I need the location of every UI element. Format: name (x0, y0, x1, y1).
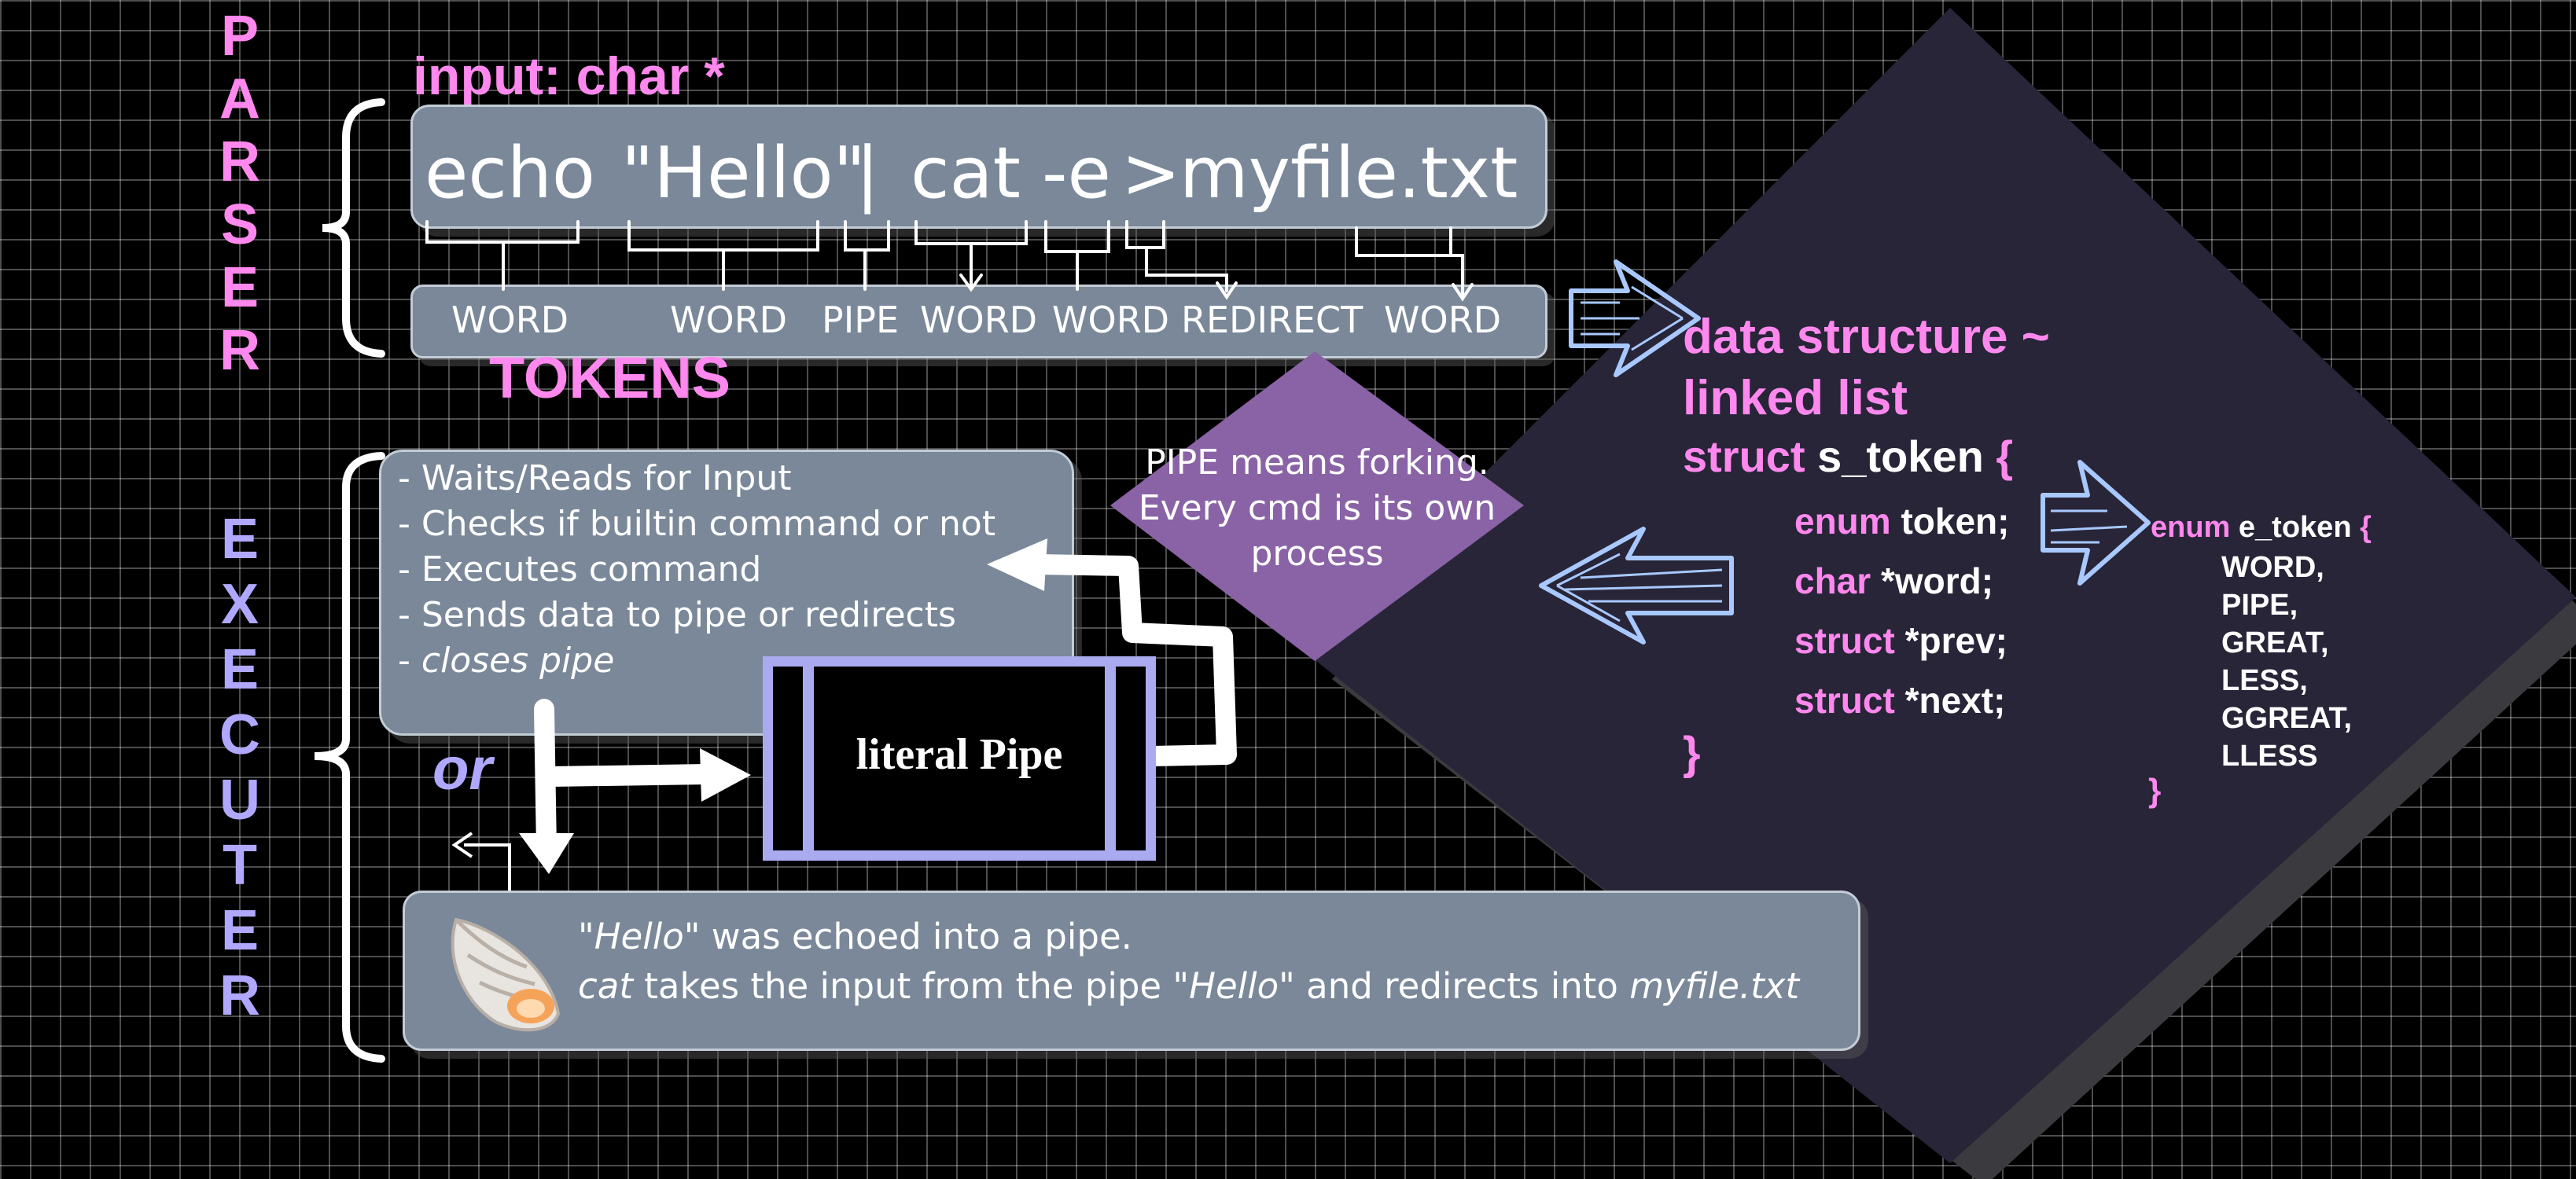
executer-step: - Sends data to pipe or redirects (398, 595, 956, 635)
struct-field: enum token; (1794, 501, 2010, 542)
token-word-2: WORD (670, 299, 788, 341)
executer-step: - closes pipe (398, 641, 615, 681)
arrow-left-icon (1539, 527, 1734, 645)
cmd-pipe-symbol: | (856, 132, 880, 215)
cmd-hello-arg: "Hello" (621, 132, 866, 215)
arrow-right-enum-icon (2041, 460, 2151, 586)
struct-field: struct *prev; (1794, 620, 2007, 661)
pipe-note-diamond (1110, 351, 1524, 661)
enum-declaration: enum e_token { (2151, 511, 2372, 544)
cmd-echo: echo (425, 132, 595, 215)
struct-declaration: struct s_token { (1683, 432, 2014, 481)
struct-close-brace: } (1683, 728, 1701, 779)
struct-field: char *word; (1794, 560, 1994, 601)
result-line-2: cat takes the input from the pipe "Hello… (578, 965, 1800, 1007)
cmd-redirect-symbol: > (1121, 132, 1181, 215)
section-brackets (314, 98, 385, 1063)
tokens-panel (410, 285, 1547, 358)
token-mapping-braces (425, 220, 1474, 302)
executer-flow-arrows (451, 538, 1237, 900)
executer-steps-list: - Waits/Reads for Input - Checks if buil… (398, 456, 995, 684)
input-label: input: char * (413, 46, 725, 106)
executer-step: - Checks if builtin command or not (398, 504, 996, 544)
token-word-4: WORD (1052, 299, 1170, 341)
struct-field: struct *next; (1794, 680, 2006, 721)
result-panel (403, 891, 1860, 1051)
token-pipe: PIPE (822, 299, 900, 341)
enum-values: WORD, PIPE, GREAT, LESS, GGREAT, LLESS (2221, 551, 2353, 773)
tokens-label: TOKENS (489, 345, 731, 410)
cmd-filename: myfile.txt (1179, 132, 1518, 215)
token-word-5: WORD (1384, 299, 1502, 341)
literal-pipe-label: literal Pipe (856, 730, 1063, 779)
executer-step: - Waits/Reads for Input (398, 458, 792, 498)
token-word-3: WORD (920, 299, 1038, 341)
token-redirect: REDIRECT (1181, 299, 1363, 341)
pipe-note-text: PIPE means forking. Every cmd is its own… (1138, 443, 1496, 574)
data-structure-title: data structure ~ linked list (1683, 310, 2050, 425)
executer-step: - Executes command (398, 549, 762, 590)
spiral-shell-icon (451, 917, 561, 1032)
token-word-1: WORD (451, 299, 569, 341)
cmd-flag-e: -e (1042, 132, 1111, 215)
command-input-panel (410, 105, 1547, 229)
enum-close-brace: } (2148, 772, 2162, 809)
or-label: or (432, 736, 492, 803)
arrow-right-icon (1569, 259, 1701, 377)
literal-pipe-box (763, 656, 1156, 861)
cmd-cat: cat (911, 132, 1021, 215)
result-line-1: "Hello" was echoed into a pipe. (578, 916, 1132, 957)
